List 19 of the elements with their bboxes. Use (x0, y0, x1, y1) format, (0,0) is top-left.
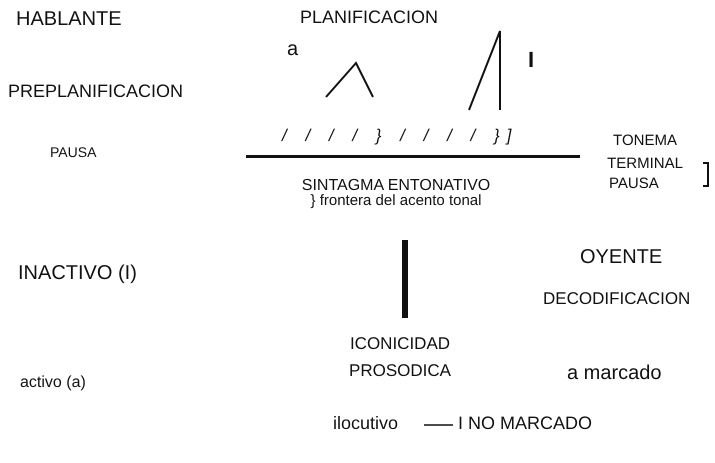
state-label: INACTIVO (I) (18, 262, 137, 284)
function-label: ilocutivo (333, 414, 398, 434)
caption-text: SINTAGMA ENTONATIVO (300, 178, 492, 194)
stage-heading: PLANIFICACION (300, 8, 438, 28)
terminal-label: TONEMA TERMINAL (606, 131, 684, 174)
marking-label: a marcado (567, 362, 662, 384)
symbol-letter: a (287, 38, 298, 60)
pause-label: PAUSA (50, 145, 96, 160)
speaker-heading: HABLANTE (16, 8, 122, 30)
concept-label: ICONICIDAD PROSODICA (348, 333, 452, 382)
pause-label: PAUSA (609, 176, 659, 192)
marking-label: I NO MARCADO (458, 414, 592, 434)
stage-heading: PREPLANIFICACION (8, 82, 184, 102)
state-label: activo (a) (20, 374, 86, 392)
stress-marks: / / / / } / / / / }] (282, 127, 518, 146)
listener-heading: OYENTE (580, 246, 662, 268)
stage-heading: DECODIFICACION (543, 290, 690, 309)
symbol-letter: I (528, 48, 534, 72)
caption-text: } frontera del acento tonal (310, 193, 482, 208)
